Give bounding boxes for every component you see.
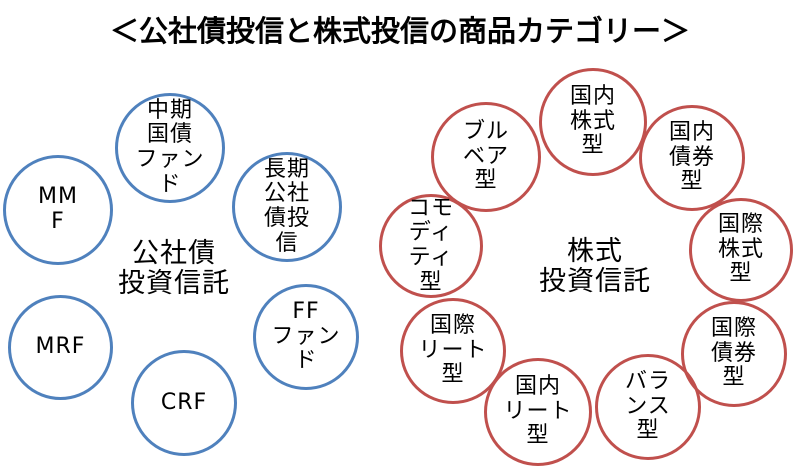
label-line: 型 xyxy=(441,362,465,388)
label-line: 国内 xyxy=(514,374,561,400)
label-line: 型 xyxy=(474,168,498,194)
equity-circle-international-reit: 国際 リート 型 xyxy=(400,298,506,404)
circle-label: バラ ンス 型 xyxy=(624,369,671,444)
label-line: 型 xyxy=(581,133,605,159)
label-line: 型 xyxy=(680,169,704,195)
circle-label: MM F xyxy=(38,185,78,234)
label-line: MM xyxy=(38,184,78,210)
equity-group-label-line: 株式 xyxy=(567,236,623,267)
label-line: コモ xyxy=(407,195,454,221)
circle-label: 長期 公社 債投 信 xyxy=(263,156,310,257)
label-line: F xyxy=(51,209,65,234)
circle-label: 国内 リート 型 xyxy=(503,374,573,449)
label-line: リート xyxy=(418,337,488,363)
equity-circle-international-equity: 国際 株式 型 xyxy=(689,198,793,302)
label-line: 債券 xyxy=(668,144,715,170)
label-line: ド xyxy=(294,348,318,374)
circle-label: コモ ディ ティ 型 xyxy=(407,195,454,296)
label-line: ベア xyxy=(462,143,509,169)
label-line: 型 xyxy=(636,418,660,444)
label-line: ブル xyxy=(462,119,509,145)
circle-label: ブル ベア 型 xyxy=(462,119,509,194)
label-line: FF xyxy=(292,299,320,325)
circle-label: MRF xyxy=(36,335,86,360)
label-line: 信 xyxy=(275,230,299,256)
label-line: CRF xyxy=(160,389,208,415)
circle-label: 国際 リート 型 xyxy=(418,313,488,388)
equity-circle-balance: バラ ンス 型 xyxy=(595,354,701,460)
bond-group-label-line: 投資信託 xyxy=(118,268,230,300)
equity-group-label-line: 投資信託 xyxy=(539,266,651,298)
label-line: 型 xyxy=(722,365,746,391)
label-line: 中期 xyxy=(146,97,193,123)
equity-circle-commodity: コモ ディ ティ 型 xyxy=(379,194,483,298)
label-line: 国内 xyxy=(668,120,715,146)
label-line: 型 xyxy=(729,261,753,287)
bond-circle-mrf: MRF xyxy=(8,295,113,400)
label-line: ファン xyxy=(135,147,205,172)
label-line: バラ xyxy=(624,369,671,395)
equity-circle-bull-bear: ブル ベア 型 xyxy=(431,102,541,212)
equity-circle-domestic-bond: 国内 債券 型 xyxy=(639,105,745,211)
circle-label: CRF xyxy=(160,389,208,416)
circle-label: 国内 株式 型 xyxy=(569,84,616,159)
equity-circle-international-bond: 国際 債券 型 xyxy=(681,301,787,407)
label-line: ンス xyxy=(625,393,671,419)
circle-label: 国内 債券 型 xyxy=(668,120,715,195)
label-line: ド xyxy=(158,171,182,197)
bond-circle-crf: CRF xyxy=(131,350,237,456)
label-line: ファン xyxy=(271,323,341,349)
equity-circle-domestic-equity: 国内 株式 型 xyxy=(539,68,647,176)
label-line: ディ xyxy=(408,220,454,246)
circle-label: 国際 債券 型 xyxy=(710,316,757,391)
label-line: 国際 xyxy=(717,212,764,238)
bond-group-label: 公社債 投資信託 xyxy=(94,238,254,300)
label-line: 公社 xyxy=(263,181,310,207)
label-line: 国債 xyxy=(146,122,193,148)
equity-circle-domestic-reit: 国内 リート 型 xyxy=(484,358,592,466)
label-line: 債券 xyxy=(710,340,757,366)
circle-label: 中期 国債 ファン ド xyxy=(135,97,205,198)
label-line: MRF xyxy=(35,334,86,360)
label-line: 国際 xyxy=(710,316,757,342)
label-line: 株式 xyxy=(569,108,616,134)
label-line: 国際 xyxy=(429,313,476,339)
label-line: 国内 xyxy=(569,84,616,110)
label-line: 長期 xyxy=(263,156,310,182)
label-line: リート xyxy=(503,398,573,424)
bond-circle-chuki-kokusai-fund: 中期 国債 ファン ド xyxy=(115,93,225,203)
label-line: 株式 xyxy=(717,236,764,262)
diagram-title: ＜公社債投信と株式投信の商品カテゴリー＞ xyxy=(109,14,690,48)
bond-circle-choki-koshasai-toshin: 長期 公社 債投 信 xyxy=(232,152,342,262)
bond-circle-mmf: MM F xyxy=(3,155,113,265)
circle-label: 国際 株式 型 xyxy=(717,212,764,287)
label-line: 型 xyxy=(419,269,443,295)
equity-group-label: 株式 投資信託 xyxy=(515,236,675,298)
circle-label: FF ファン ド xyxy=(271,299,341,374)
label-line: 型 xyxy=(526,423,550,449)
label-line: 債投 xyxy=(263,206,310,231)
bond-group-label-line: 公社債 xyxy=(132,238,216,269)
bond-circle-ff-fund: FF ファン ド xyxy=(253,284,359,390)
label-line: ティ xyxy=(408,245,454,270)
